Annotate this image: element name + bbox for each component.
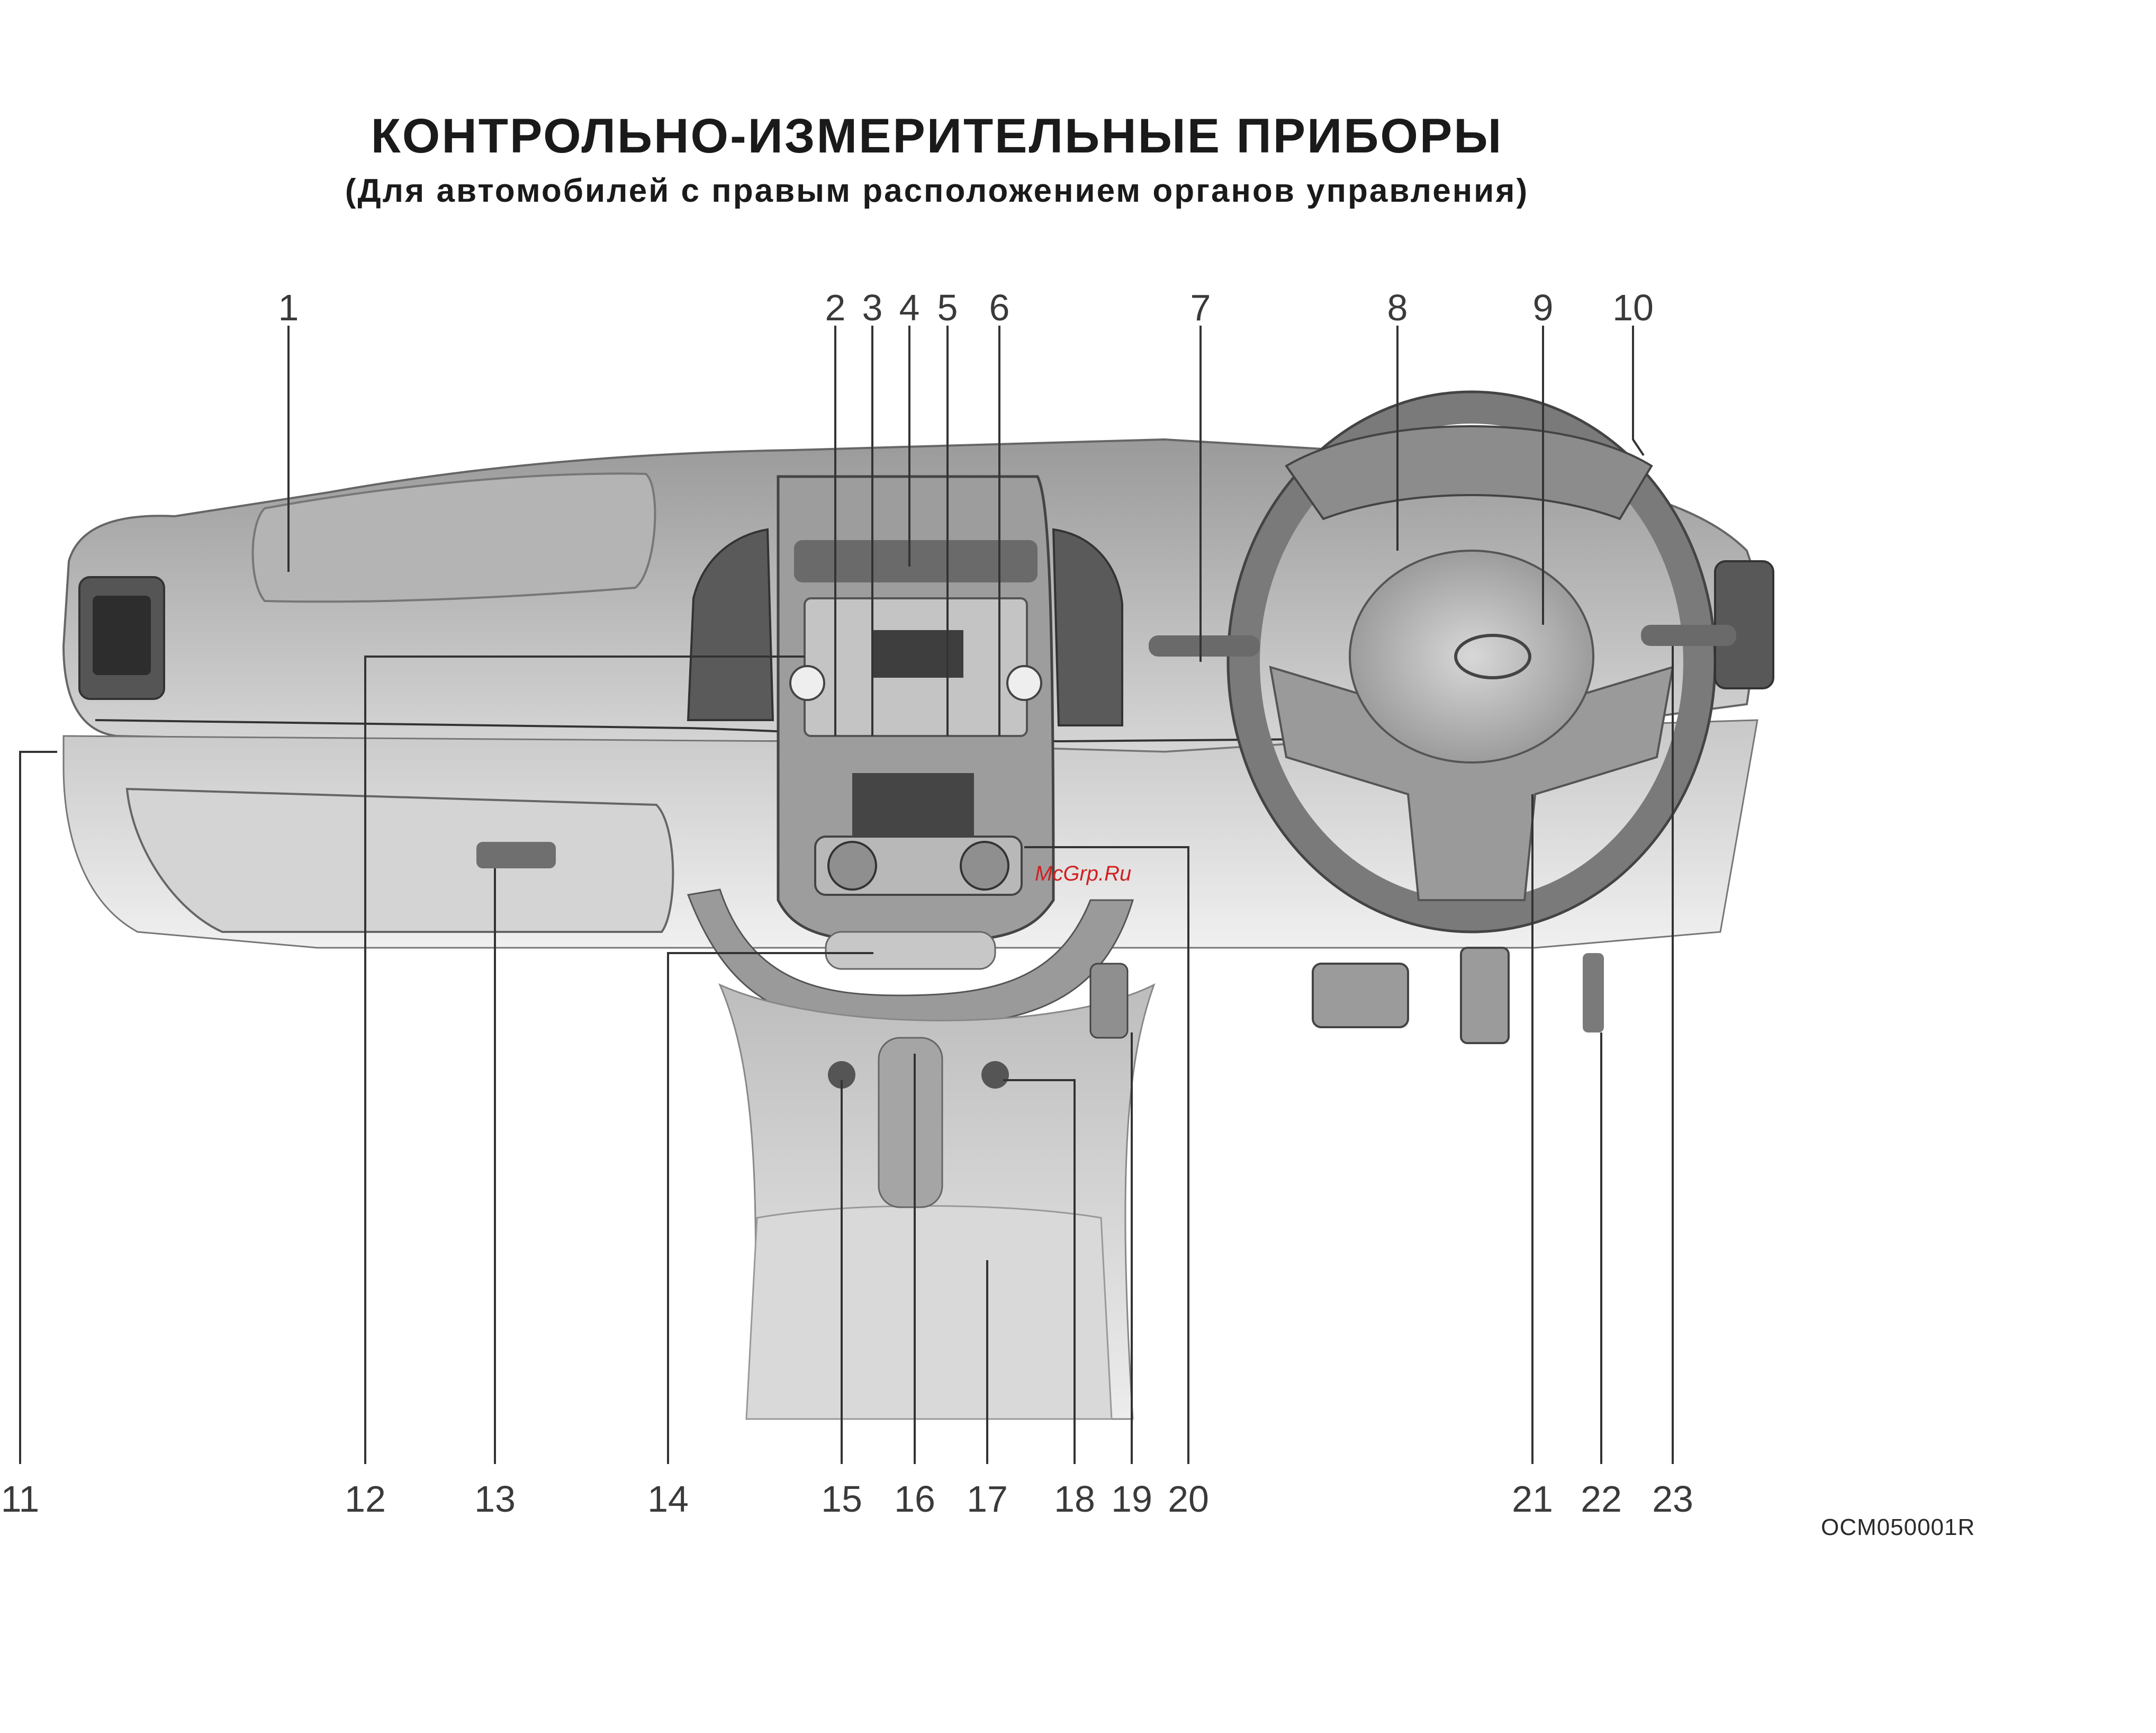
callout-12: 12 (345, 1478, 386, 1520)
callout-2: 2 (825, 287, 846, 328)
callout-1: 1 (278, 287, 299, 328)
glove-box (127, 789, 673, 932)
callout-13: 13 (474, 1478, 516, 1520)
climate-right-knob (961, 842, 1008, 890)
callout-7: 7 (1190, 287, 1211, 328)
callout-6: 6 (989, 287, 1010, 328)
accelerator-pedal (1461, 948, 1509, 1043)
audio-display (873, 630, 963, 678)
parking-brake-pedal (1090, 964, 1127, 1038)
brake-pedal (1313, 964, 1408, 1027)
callout-15: 15 (821, 1478, 862, 1520)
callout-17: 17 (967, 1478, 1008, 1520)
callout-19: 19 (1111, 1478, 1152, 1520)
bonnet-release-lever (1583, 953, 1604, 1032)
steering-wheel-hub (1350, 551, 1593, 762)
right-stalk (1641, 625, 1736, 646)
watermark: McGrp.Ru (1035, 862, 1131, 886)
audio-right-knob (1007, 666, 1041, 700)
climate-left-knob (828, 842, 876, 890)
callout-21: 21 (1512, 1478, 1553, 1520)
callout-3: 3 (862, 287, 883, 328)
audio-left-knob (790, 666, 824, 700)
left-vent-slot (93, 596, 151, 675)
figure-code: OCM050001R (1821, 1514, 1975, 1541)
callout-16: 16 (894, 1478, 935, 1520)
callout-11: 11 (1, 1478, 40, 1520)
callout-22: 22 (1581, 1478, 1622, 1520)
callout-9: 9 (1533, 287, 1554, 328)
power-outlet (981, 1061, 1009, 1089)
armrest (746, 1206, 1112, 1420)
callout-10: 10 (1612, 287, 1654, 328)
callout-18: 18 (1054, 1478, 1095, 1520)
callout-4: 4 (899, 287, 920, 328)
callout-20: 20 (1168, 1478, 1209, 1520)
callout-8: 8 (1387, 287, 1408, 328)
climate-display (852, 773, 974, 837)
passenger-airbag-panel (253, 473, 655, 601)
left-stalk (1149, 635, 1260, 657)
console-tray-slot (826, 932, 995, 969)
callout-5: 5 (937, 287, 958, 328)
callout-14: 14 (647, 1478, 689, 1520)
callout-23: 23 (1652, 1478, 1693, 1520)
glove-box-handle (476, 842, 556, 868)
shift-boot (879, 1038, 942, 1207)
hazard-button-strip (794, 540, 1038, 582)
